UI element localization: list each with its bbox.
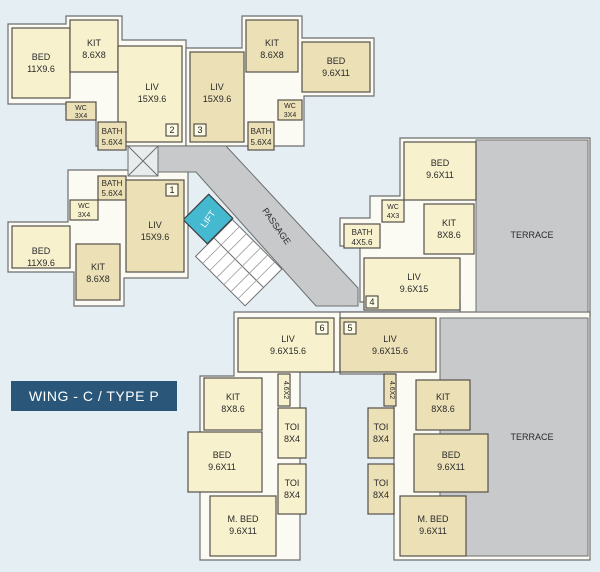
svg-text:BED: BED — [32, 52, 51, 62]
flat-5: LIV 9.6X15.6 5 4.6X2 TOI 8X4 KIT 8X8.6 T… — [339, 317, 489, 557]
svg-text:BATH: BATH — [352, 228, 373, 237]
svg-text:8X4: 8X4 — [284, 434, 300, 444]
svg-text:8.6X8: 8.6X8 — [86, 274, 110, 284]
svg-text:9.6X11: 9.6X11 — [426, 170, 454, 180]
flat-2: BED 11X9.6 KIT 8.6X8 LIV 15X9.6 WC 3X4 B… — [11, 19, 183, 151]
svg-text:4X3: 4X3 — [387, 213, 400, 220]
svg-text:9.6X15.6: 9.6X15.6 — [372, 346, 408, 356]
flat-number: 4 — [369, 297, 374, 307]
svg-text:WC: WC — [78, 203, 90, 210]
wing-type-label: WING - C / TYPE P — [11, 381, 177, 411]
svg-text:WC: WC — [75, 105, 87, 112]
svg-text:5.6X4: 5.6X4 — [251, 138, 272, 147]
svg-text:WC: WC — [387, 204, 399, 211]
flat-1: BATH 5.6X4 WC 3X4 LIV 15X9.6 BED 11X9.6 … — [11, 175, 185, 301]
svg-text:LIV: LIV — [383, 334, 397, 344]
svg-text:TOI: TOI — [374, 422, 389, 432]
flat-6: LIV 9.6X15.6 6 KIT 8X8.6 4.6X2 TOI 8X4 B… — [187, 317, 335, 557]
svg-text:8X4: 8X4 — [284, 490, 300, 500]
svg-text:BED: BED — [32, 246, 51, 256]
svg-text:4X5.6: 4X5.6 — [352, 238, 373, 247]
svg-text:8.6X8: 8.6X8 — [260, 50, 284, 60]
terrace-top — [475, 139, 589, 313]
svg-text:15X9.6: 15X9.6 — [203, 94, 232, 104]
svg-text:BED: BED — [442, 450, 461, 460]
svg-text:KIT: KIT — [436, 392, 451, 402]
flat-number: 6 — [319, 323, 324, 333]
svg-text:LIV: LIV — [148, 220, 162, 230]
svg-text:M. BED: M. BED — [227, 514, 259, 524]
flat-3: LIV 15X9.6 KIT 8.6X8 BED 9.6X11 WC 3X4 B… — [189, 19, 371, 151]
svg-text:4.6X2: 4.6X2 — [388, 381, 395, 399]
svg-text:9.6X15.6: 9.6X15.6 — [270, 346, 306, 356]
staircase — [194, 218, 283, 307]
flat-number: 1 — [169, 185, 174, 195]
svg-text:KIT: KIT — [265, 38, 280, 48]
svg-text:8X4: 8X4 — [373, 490, 389, 500]
lift: LIFT — [182, 193, 234, 245]
svg-text:9.6X11: 9.6X11 — [419, 526, 447, 536]
svg-text:TOI: TOI — [285, 422, 300, 432]
svg-text:3X4: 3X4 — [75, 113, 88, 120]
svg-text:15X9.6: 15X9.6 — [141, 232, 170, 242]
svg-text:M. BED: M. BED — [417, 514, 449, 524]
svg-text:5.6X4: 5.6X4 — [102, 138, 123, 147]
svg-text:TOI: TOI — [285, 478, 300, 488]
terrace-top-label: TERRACE — [510, 230, 553, 240]
svg-text:KIT: KIT — [442, 218, 457, 228]
svg-text:8X8.6: 8X8.6 — [437, 230, 461, 240]
svg-text:4.6X2: 4.6X2 — [282, 381, 289, 399]
svg-text:BATH: BATH — [102, 179, 123, 188]
flat-4: BED 9.6X11 WC 4X3 BATH 4X5.6 KIT 8X8.6 L… — [343, 141, 477, 311]
svg-text:BED: BED — [213, 450, 232, 460]
svg-text:8X8.6: 8X8.6 — [431, 404, 455, 414]
svg-text:KIT: KIT — [87, 38, 102, 48]
svg-text:5.6X4: 5.6X4 — [102, 189, 123, 198]
svg-text:KIT: KIT — [91, 262, 106, 272]
terrace-bottom-label: TERRACE — [510, 432, 553, 442]
svg-text:LIV: LIV — [281, 334, 295, 344]
svg-text:9.6X15: 9.6X15 — [400, 284, 429, 294]
svg-text:9.6X11: 9.6X11 — [208, 462, 236, 472]
svg-text:15X9.6: 15X9.6 — [138, 94, 167, 104]
svg-text:9.6X11: 9.6X11 — [229, 526, 257, 536]
svg-text:LIV: LIV — [145, 82, 159, 92]
svg-text:TOI: TOI — [374, 478, 389, 488]
svg-text:9.6X11: 9.6X11 — [437, 462, 465, 472]
svg-text:3X4: 3X4 — [78, 212, 91, 219]
flat-number: 5 — [347, 323, 352, 333]
svg-text:BATH: BATH — [251, 127, 272, 136]
svg-text:8X4: 8X4 — [373, 434, 389, 444]
svg-text:WC: WC — [284, 103, 296, 110]
svg-text:8X8.6: 8X8.6 — [221, 404, 245, 414]
svg-text:9.6X11: 9.6X11 — [322, 68, 350, 78]
svg-text:BATH: BATH — [102, 127, 123, 136]
svg-text:11X9.6: 11X9.6 — [27, 64, 55, 74]
svg-text:BED: BED — [431, 158, 450, 168]
flat-number: 3 — [197, 125, 202, 135]
svg-text:11X9.6: 11X9.6 — [27, 258, 55, 268]
svg-text:KIT: KIT — [226, 392, 241, 402]
passage-area — [157, 145, 359, 307]
flat-number: 2 — [169, 125, 174, 135]
svg-text:3X4: 3X4 — [284, 112, 297, 119]
svg-text:LIV: LIV — [210, 82, 224, 92]
svg-text:BED: BED — [327, 56, 346, 66]
svg-text:LIV: LIV — [407, 272, 421, 282]
svg-text:8.6X8: 8.6X8 — [82, 50, 106, 60]
